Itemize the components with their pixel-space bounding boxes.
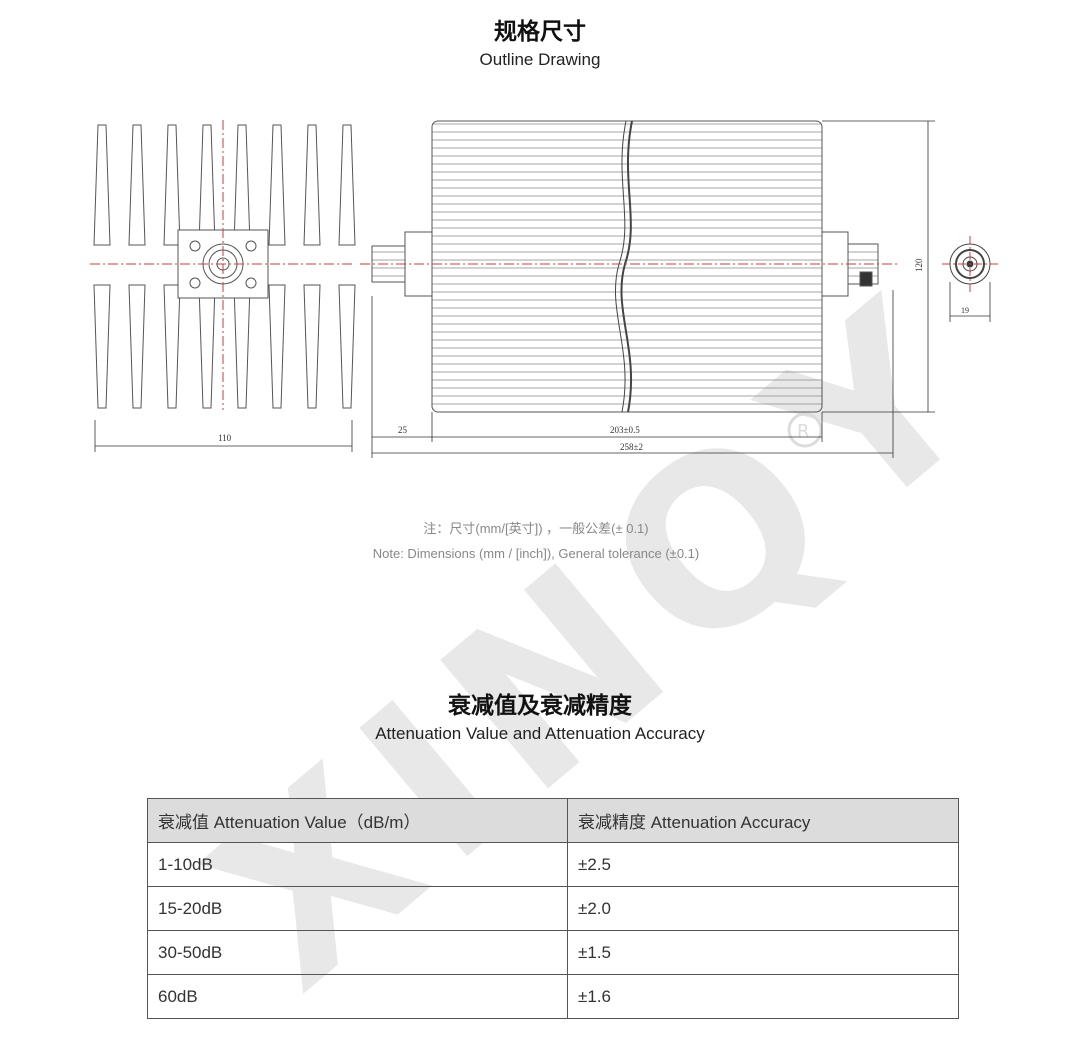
outline-title-en: Outline Drawing: [479, 50, 601, 69]
attenuation-value-cell: 60dB: [147, 974, 568, 1019]
heatsink-fin: [338, 124, 356, 246]
attenuation-accuracy-cell: ±2.0: [567, 886, 959, 931]
dim-120-label: 120: [914, 258, 924, 272]
heatsink-fin: [93, 124, 111, 246]
table-row: 15-20dB ±2.0: [147, 886, 959, 931]
attenuation-accuracy-cell: ±2.5: [567, 842, 959, 887]
table-row: 60dB ±1.6: [147, 974, 959, 1019]
attenuation-value-cell: 15-20dB: [147, 886, 568, 931]
heatsink-fin: [128, 284, 146, 409]
attenuation-value-cell: 1-10dB: [147, 842, 568, 887]
heatsink-fin: [233, 284, 251, 409]
table-header-row: 衰减值 Attenuation Value（dB/m） 衰减精度 Attenua…: [147, 798, 959, 843]
attenuation-table: 衰减值 Attenuation Value（dB/m） 衰减精度 Attenua…: [147, 798, 959, 1019]
dim-203-label: 203±0.5: [610, 425, 640, 435]
attenuation-title-cn: 衰减值及衰减精度: [448, 693, 632, 719]
table-row: 1-10dB ±2.5: [147, 842, 959, 887]
attenuation-accuracy-cell: ±1.6: [567, 974, 959, 1019]
heatsink-fin: [338, 284, 356, 409]
dim-19-label: 19: [961, 306, 969, 315]
attenuation-accuracy-cell: ±1.5: [567, 930, 959, 975]
dim-25-label: 25: [398, 425, 408, 435]
heatsink-fin: [303, 124, 321, 246]
heatsink-fin: [163, 124, 181, 246]
tolerance-note-cn: 注：尺寸(mm/[英寸]) ，一般公差(± 0.1): [423, 521, 649, 536]
heatsink-fin: [128, 124, 146, 246]
heatsink-fin: [163, 284, 181, 409]
heatsink-fin: [268, 284, 286, 409]
dim-258-label: 258±2: [620, 442, 643, 452]
heatsink-fin: [303, 284, 321, 409]
header-attenuation-value: 衰减值 Attenuation Value（dB/m）: [147, 798, 568, 843]
outline-drawing: 110 120 25 203±0.5 258±2: [90, 120, 998, 458]
dimension-110: [94, 420, 353, 452]
heatsink-fin: [198, 124, 216, 246]
header-attenuation-accuracy: 衰减精度 Attenuation Accuracy: [567, 798, 959, 843]
heatsink-fin: [198, 284, 216, 409]
attenuation-title-en: Attenuation Value and Attenuation Accura…: [375, 724, 705, 743]
heatsink-front-view: [90, 120, 356, 410]
attenuation-value-cell: 30-50dB: [147, 930, 568, 975]
heatsink-fin: [233, 124, 251, 246]
dim-110-label: 110: [218, 433, 232, 443]
attenuator-side-view: [360, 120, 900, 413]
heatsink-fin: [268, 124, 286, 246]
outline-title-cn: 规格尺寸: [494, 19, 586, 45]
heatsink-fin: [93, 284, 111, 409]
tolerance-note-en: Note: Dimensions (mm / [inch]), General …: [372, 546, 700, 561]
dimension-120: [822, 120, 935, 413]
dimension-lengths: [371, 290, 894, 458]
table-row: 30-50dB ±1.5: [147, 930, 959, 975]
connector-end-view: [942, 236, 998, 322]
